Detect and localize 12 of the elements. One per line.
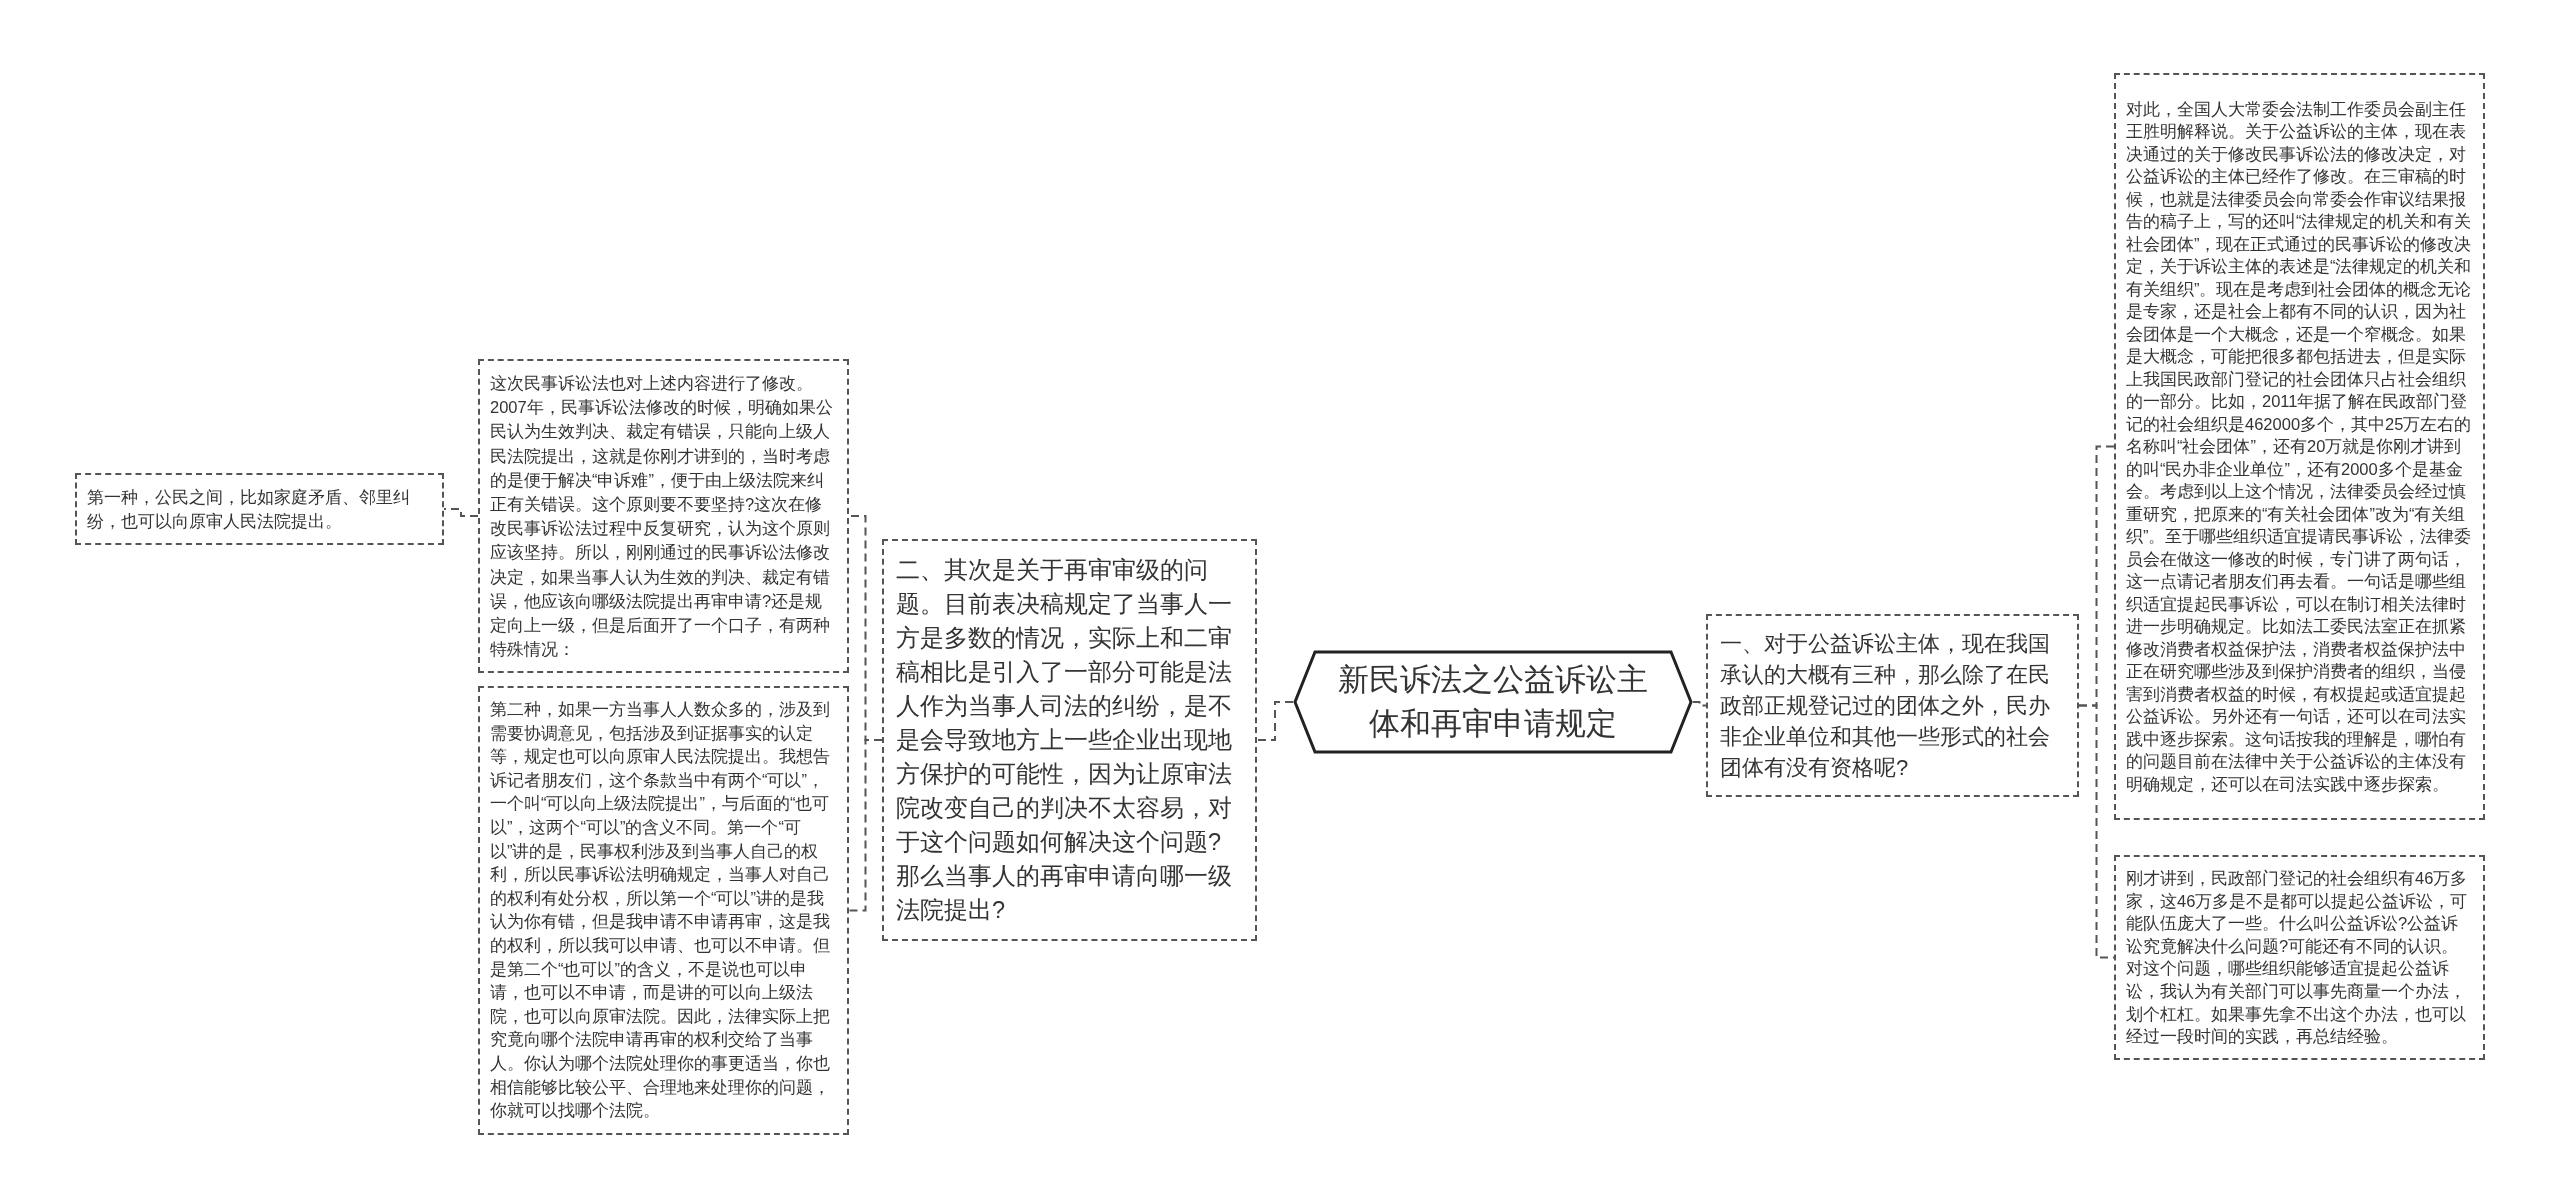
text-box: 这次民事诉讼法也对上述内容进行了修改。2007年，民事诉讼法修改的时候，明确如果公民认为生效判决、裁定有错误，只能向上级人民法院提出，这就是你刚才讲到的，当时考虑的是便于解决“申诉难”，便于由上级法院来纠正有关错误。这个原则要不要坚持?这次在修改民事诉讼法过程中反复研究，认为这个原则应该坚持。所以，刚刚通过的民事诉讼法修改决定，如果当事人认为生效的判决、裁定有错误，他应该向哪级法院提出再审申请?还是规定向上一级，但是后面开了一个口子，有两种特殊情况： [478,359,849,674]
text-box: 第二种，如果一方当事人人数众多的，涉及到需要协调意见，包括涉及到证据事实的认定等，规定也可以向原审人民法院提出。我想告诉记者朋友们，这个条款当中有两个“可以”，一个叫“可以向上级法院提出”，与后面的“也可以”，这两个“可以”的含义不同。第一个“可以”讲的是，民事权利涉及到当事人自己的权利，所以民事诉讼法明确规定，当事人对自己的权利有处分权，所以第一个“可以”讲的是我认为你有错，但是我申请不申请再审，这是我的权利，所以我可以申请、也可以不申请。但是第二个“也可以”的含义，不是说也可以申请，也可以不申请，而是讲的可以向上级法院，也可以向原审法院。因此，法律实际上把究竟向哪个法院申请再审的权利交给了当事人。你认为哪个法院处理你的事更适当，你也相信能够比较公平、合理地来处理你的问题，你就可以找哪个法院。 [478,686,849,1135]
connector-line [1692,701,1707,707]
topic-box: 二、其次是关于再审审级的问题。目前表决稿规定了当事人一方是多数的情况，实际上和二审稿相比是引入了一部分可能是法人作为当事人司法的纠纷，是不是会导致地方上一些企业出现地方保护的可能性，因为让原审法院改变自己的判决不太容易，对于这个问题如何解决这个问题?那么当事人的再审申请向哪一级法院提出? [882,539,1257,941]
connector-line [1256,701,1294,741]
text-box: 刚才讲到，民政部门登记的社会组织有46万多家，这46万多是不是都可以提起公益诉讼，可能队伍庞大了一些。什么叫公益诉讼?公益诉讼究竟解决什么问题?可能还有不同的认识。对这个问题，哪些组织能够适宜提起公益诉讼，我认为有关部门可以事先商量一个办法，划个杠杠。如果事先拿不出这个办法，也可以经过一段时间的实践，再总结经验。 [2114,855,2485,1060]
text-box: 对此，全国人大常委会法制工作委员会副主任王胜明解释说。关于公益诉讼的主体，现在表决通过的关于修改民事诉讼法的修改决定，对公益诉讼的主体已经作了修改。在三审稿的时候，也就是法律委员会向常委会作审议结果报告的稿子上，写的还叫“法律规定的机关和有关社会团体”，现在正式通过的民事诉讼的修改决定，关于诉讼主体的表述是“法律规定的机关和有关组织”。现在是考虑到社会团体的概念无论是专家，还是社会上都有不同的认识，因为社会团体是一个大概念，还是一个窄概念。如果是大概念，可能把很多都包括进去，但是实际上我国民政部门登记的社会团体只占社会组织的一部分。比如，2011年据了解在民政部门登记的社会组织是462000多个，其中25万左右的名称叫“社会团体”，还有20万就是你刚才讲到的叫“民办非企业单位”，还有2000多个是基金会。考虑到以上这个情况，法律委员会经过慎重研究，把原来的“有关社会团体”改为“有关组织”。至于哪些组织适宜提请民事诉讼，法律委员会在做这一修改的时候，专门讲了两句话，这一点请记者朋友们再去看。一句话是哪些组织适宜提起民事诉讼，可以在制订相关法律时进一步明确规定。比如法工委民法室正在抓紧修改消费者权益保护法，消费者权益保护法中正在研究哪些涉及到保护消费者的组织，当侵害到消费者权益的时候，有权提起或适宜提起公益诉讼。另外还有一句话，还可以在司法实践中逐步探索。这句话按我的理解是，哪怕有的问题目前在法律中关于公益诉讼的主体没有明确规定，还可以在司法实践中逐步探索。 [2114,73,2485,820]
topic-box: 一、对于公益诉讼主体，现在我国承认的大概有三种，那么除了在民政部正规登记过的团体之外，民办非企业单位和其他一些形式的社会团体有没有资格呢? [1706,614,2079,797]
connector-line [443,508,479,517]
text-box: 第一种，公民之间，比如家庭矛盾、邻里纠纷，也可以向原审人民法院提出。 [75,473,444,545]
connector-line [848,739,883,912]
central-topic: 新民诉法之公益诉讼主体和再审申请规定 [1293,650,1693,754]
